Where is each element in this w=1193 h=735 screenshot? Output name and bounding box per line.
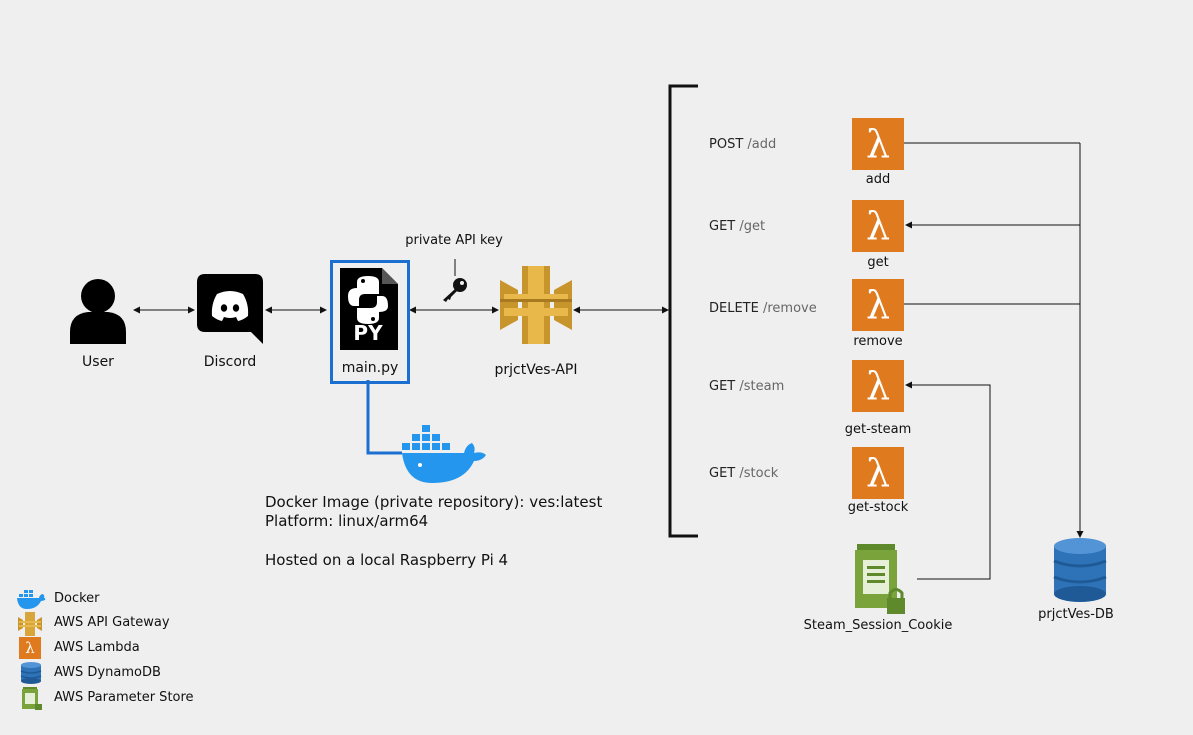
route-add: POST /add [709,137,777,152]
db-label: prjctVes-DB [1038,607,1114,622]
lambda-get-stock-label: get-stock [847,500,909,515]
discord-label: Discord [203,354,257,370]
lambda-add-label: add [865,172,891,187]
docker-icon [16,588,46,610]
routes-bracket [668,84,698,538]
key-icon [440,276,470,302]
docker-whale-icon [402,425,488,485]
docker-note-line3: Hosted on a local Raspberry Pi 4 [265,551,509,569]
route-remove: DELETE /remove [709,301,817,316]
main-docker-line [366,380,402,455]
legend-parameter-store-label: AWS Parameter Store [54,690,194,705]
python-file-icon [337,268,399,350]
docker-note-line2: Platform: linux/arm64 [265,512,429,530]
legend-docker-label: Docker [54,591,100,606]
lambda-icon: λ [852,447,904,499]
lambda-get-steam-label: get-steam [844,422,912,437]
cookie-steam-arrow [905,381,991,580]
legend-dynamodb-label: AWS DynamoDB [54,665,161,680]
lambda-icon: λ [852,200,904,252]
python-badge: PY [353,321,383,345]
legend-lambda-label: AWS Lambda [54,640,140,655]
dynamodb-icon [1052,538,1108,602]
api-gateway-icon [16,612,46,636]
lambda-icon: λ [852,360,904,412]
lambda-get-label: get [867,255,889,270]
dynamodb-icon [16,662,46,684]
main-py-label: main.py [341,360,399,376]
parameter-store-icon [853,544,907,616]
parameter-store-icon [16,687,46,710]
cookie-label: Steam_Session_Cookie [803,618,953,633]
docker-note-line1: Docker Image (private repository): ves:l… [265,493,603,511]
user-icon [66,276,130,344]
user-label: User [82,354,114,370]
legend-api-gateway-label: AWS API Gateway [54,615,170,630]
route-get: GET /get [709,219,766,234]
main-py-box [330,260,410,384]
route-steam: GET /steam [709,379,785,394]
route-stock: GET /stock [709,466,779,481]
lambda-icon: λ [16,637,46,659]
lambda-icon: λ [852,118,904,170]
lambda-remove-label: remove [853,334,903,349]
api-key-label: private API key [405,233,503,248]
discord-icon [197,274,263,344]
api-label: prjctVes-API [494,362,578,378]
lambda-icon: λ [852,279,904,331]
api-gateway-icon [500,266,572,344]
